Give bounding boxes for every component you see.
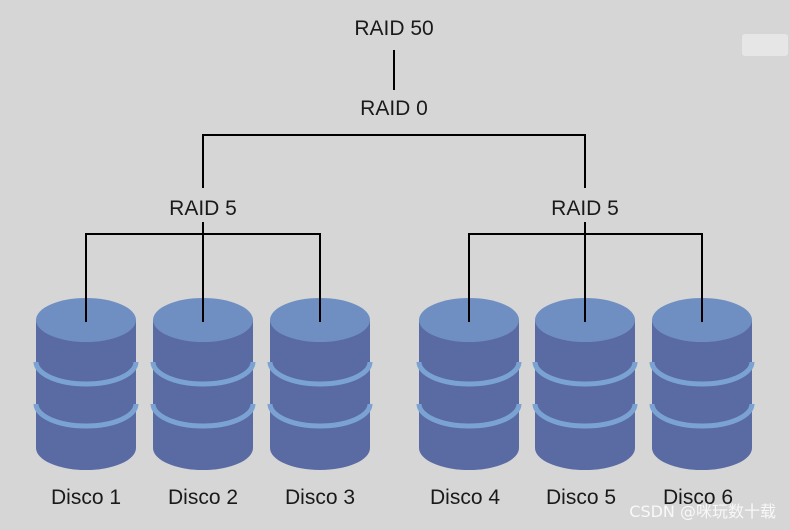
raid50-label: RAID 50 [354,17,434,40]
raid5-label-group2: RAID 5 [551,197,619,220]
disk-icon-6 [649,298,755,470]
raid0-label: RAID 0 [360,97,428,120]
disk-label-3: Disco 3 [284,486,356,509]
disk-label-6: Disco 6 [662,486,734,509]
disk-icon-3 [267,298,373,470]
watermark: CSDN @咪玩数十载 [629,502,776,521]
disk-label-4: Disco 4 [429,486,501,509]
disk-icon-2 [150,298,256,470]
disk-icon-5 [532,298,638,470]
connector-lines [85,50,703,322]
connector-raid0-branch [202,134,586,188]
disk-icon-4 [416,298,522,470]
disk-icon-1 [33,298,139,470]
disk-label-2: Disco 2 [167,486,239,509]
disk-label-1: Disco 1 [50,486,122,509]
raid5-label-group1: RAID 5 [169,197,237,220]
disk-label-5: Disco 5 [545,486,617,509]
disk-icons [33,298,755,470]
blurred-badge [742,34,788,56]
